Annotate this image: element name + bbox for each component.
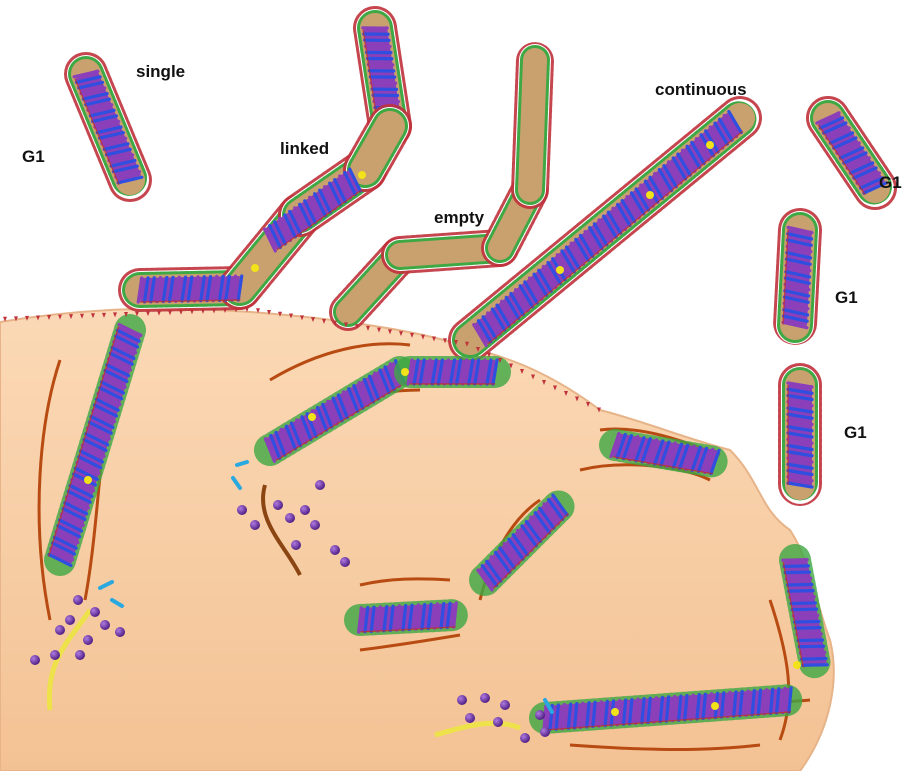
protein-dot-icon xyxy=(465,713,475,723)
virion-segment-icon xyxy=(359,603,457,632)
protein-dot-icon xyxy=(330,545,340,555)
linker-icon xyxy=(793,661,801,669)
virion-segment-icon xyxy=(783,227,812,327)
protein-dot-icon xyxy=(73,595,83,605)
protein-dot-icon xyxy=(55,625,65,635)
protein-dot-icon xyxy=(50,650,60,660)
protein-dot-icon xyxy=(100,620,110,630)
label-g1-left: G1 xyxy=(22,147,45,167)
label-g1-right-mid: G1 xyxy=(835,288,858,308)
protein-dot-icon xyxy=(520,733,530,743)
protein-dot-icon xyxy=(540,727,550,737)
virion-segment-icon xyxy=(138,276,242,302)
protein-dot-icon xyxy=(315,480,325,490)
protein-dot-icon xyxy=(291,540,301,550)
label-empty: empty xyxy=(434,208,484,228)
linker-icon xyxy=(401,368,409,376)
label-single: single xyxy=(136,62,185,82)
protein-dot-icon xyxy=(310,520,320,530)
protein-dot-icon xyxy=(250,520,260,530)
protein-dot-icon xyxy=(90,607,100,617)
linker-icon xyxy=(646,191,654,199)
protein-dot-icon xyxy=(500,700,510,710)
protein-dot-icon xyxy=(273,500,283,510)
protein-dot-icon xyxy=(285,513,295,523)
virion-envelope xyxy=(365,126,390,170)
protein-dot-icon xyxy=(340,557,350,567)
virion-segment-icon xyxy=(408,360,497,384)
linker-icon xyxy=(251,264,259,272)
virion-envelope xyxy=(530,60,535,190)
linker-icon xyxy=(358,171,366,179)
protein-dot-icon xyxy=(237,505,247,515)
protein-dot-icon xyxy=(65,615,75,625)
protein-dot-icon xyxy=(480,693,490,703)
protein-dot-icon xyxy=(457,695,467,705)
virion-segment-icon xyxy=(788,383,812,487)
label-linked: linked xyxy=(280,139,329,159)
linker-icon xyxy=(308,413,316,421)
label-g1-right-top: G1 xyxy=(879,173,902,193)
protein-dot-icon xyxy=(535,710,545,720)
protein-dot-icon xyxy=(493,717,503,727)
label-continuous: continuous xyxy=(655,80,747,100)
protein-dot-icon xyxy=(300,505,310,515)
label-g1-right-low: G1 xyxy=(844,423,867,443)
protein-dot-icon xyxy=(83,635,93,645)
linker-icon xyxy=(556,266,564,274)
protein-dot-icon xyxy=(30,655,40,665)
protein-dot-icon xyxy=(75,650,85,660)
protein-dot-icon xyxy=(115,627,125,637)
linker-icon xyxy=(711,702,719,710)
linker-icon xyxy=(706,141,714,149)
linker-icon xyxy=(611,708,619,716)
linker-icon xyxy=(84,476,92,484)
